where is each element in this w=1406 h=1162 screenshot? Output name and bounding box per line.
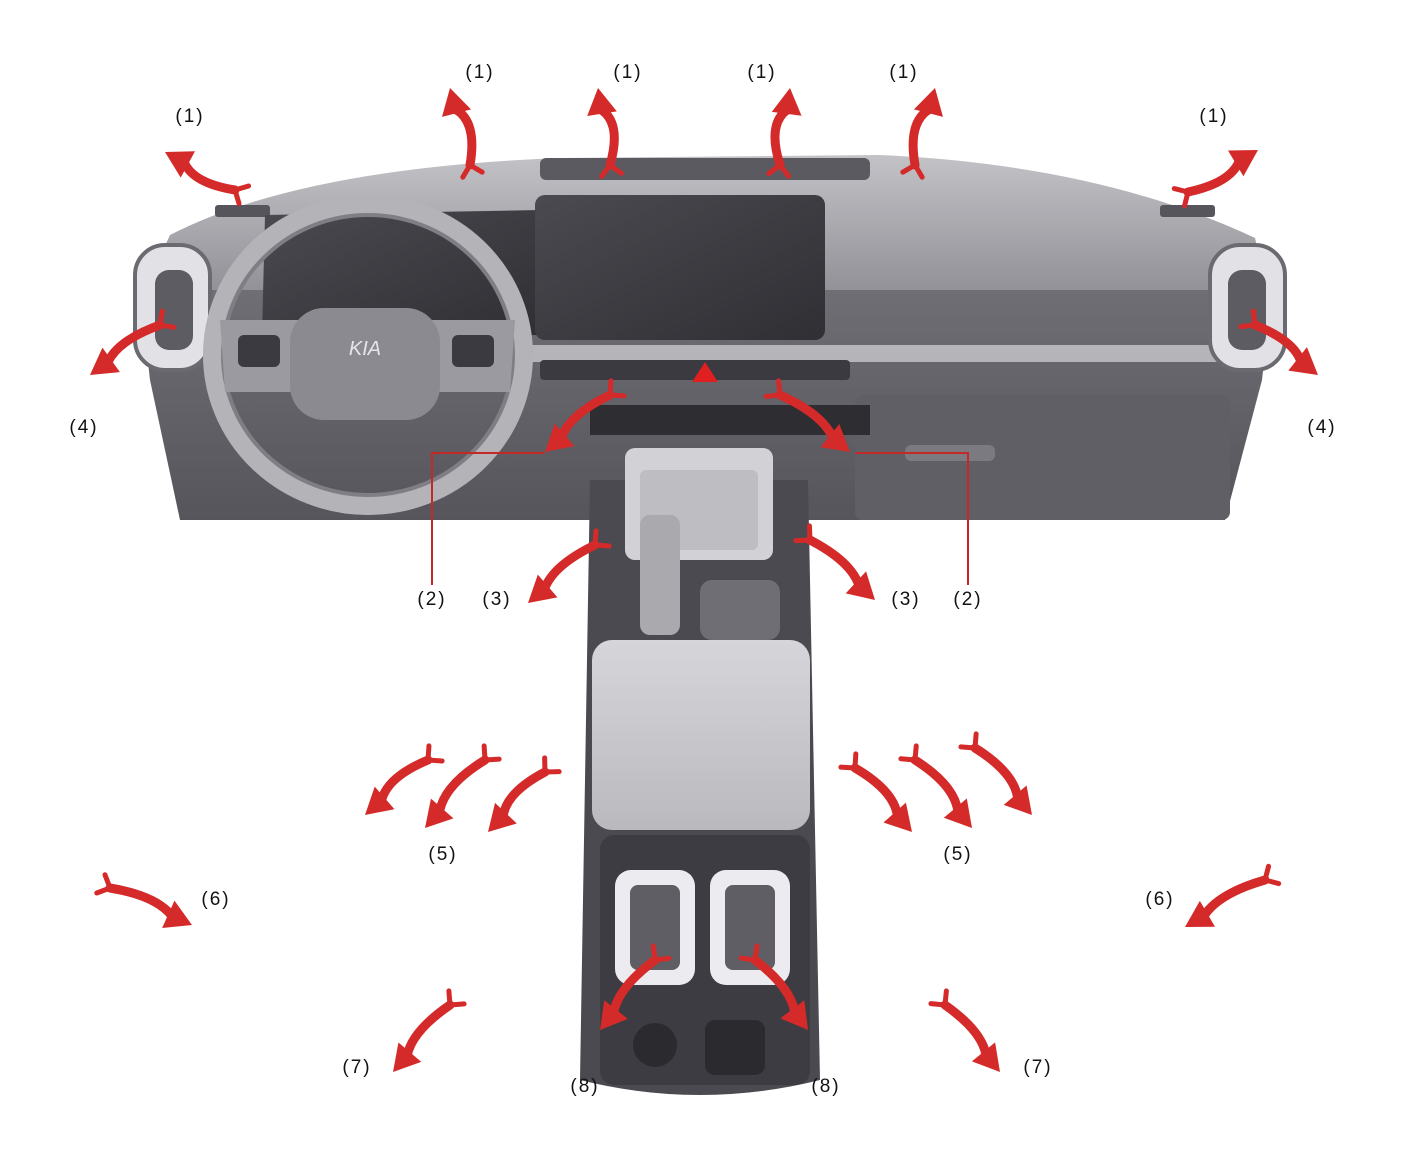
airflow-arrow-shaft: [1188, 161, 1239, 192]
airflow-arrow-tail: [449, 991, 450, 1005]
usb-port-right: [705, 1020, 765, 1075]
airflow-arrow-tail: [428, 746, 429, 760]
label-vent-8: (8): [811, 1076, 840, 1098]
airflow-arrow-shaft: [503, 772, 545, 816]
armrest: [592, 640, 810, 830]
label-vent-8: (8): [570, 1076, 599, 1098]
airflow-arrow-head: [772, 88, 802, 116]
label-vent-1: (1): [1199, 106, 1228, 128]
airflow-arrow-head: [587, 88, 617, 116]
airflow-arrow-tail: [841, 767, 855, 768]
label-vent-4: (4): [1307, 417, 1336, 439]
airflow-arrow-shaft: [440, 760, 485, 812]
label-vent-6: (6): [1145, 889, 1174, 911]
label-vent-3: (3): [482, 589, 511, 611]
airflow-arrow-shaft: [545, 545, 595, 589]
airflow-arrow-shaft: [915, 760, 958, 811]
airflow-arrow-tail: [901, 759, 915, 760]
right-wheel-buttons: [452, 335, 494, 367]
label-vent-6: (6): [201, 889, 230, 911]
label-vent-5: (5): [428, 844, 457, 866]
airflow-arrow-tail: [766, 395, 780, 396]
airflow-arrow-tail: [796, 540, 810, 541]
label-vent-2: (2): [417, 589, 446, 611]
label-vent-1: (1): [175, 106, 204, 128]
airflow-arrow-tail: [595, 531, 596, 545]
label-vent-2: (2): [953, 589, 982, 611]
airflow-arrow-head: [442, 88, 471, 117]
airflow-arrow-shaft: [975, 748, 1018, 798]
label-vent-4: (4): [69, 417, 98, 439]
airflow-arrow-shaft: [1204, 880, 1265, 916]
hud-panel: [540, 158, 870, 180]
label-vent-7: (7): [342, 1057, 371, 1079]
label-vent-1: (1): [465, 62, 494, 84]
airflow-arrow-tail: [97, 888, 110, 893]
airflow-arrow-tail: [931, 1004, 945, 1005]
label-vent-3: (3): [891, 589, 920, 611]
airflow-arrow-tail: [1241, 325, 1255, 327]
label-vent-1: (1): [747, 62, 776, 84]
airflow-arrow-shaft: [601, 110, 614, 165]
usb-port-left: [633, 1023, 677, 1067]
airflow-arrow-tail: [961, 747, 975, 748]
gear-selector: [640, 515, 680, 635]
airflow-arrow-shaft: [945, 1005, 986, 1055]
airflow-arrow-shaft: [913, 109, 929, 165]
kia-logo: KIA: [349, 338, 381, 360]
airflow-arrow-tail: [610, 381, 611, 395]
airflow-arrow-tail: [160, 311, 162, 325]
airflow-arrow-shaft: [456, 109, 472, 165]
airflow-arrow-tail: [484, 746, 485, 760]
airflow-arrow-tail: [653, 946, 655, 960]
center-air-vent: [540, 360, 850, 380]
airflow-arrow-head: [914, 88, 943, 117]
left-defrost-grill: [215, 205, 270, 217]
airflow-arrow-shaft: [407, 1005, 450, 1055]
right-side-vent-grill: [1228, 270, 1266, 350]
label-vent-1: (1): [889, 62, 918, 84]
label-vent-5: (5): [943, 844, 972, 866]
cup-holder: [700, 580, 780, 640]
left-wheel-buttons: [238, 335, 280, 367]
airflow-arrow-shaft: [382, 760, 428, 801]
airflow-arrow-shaft: [810, 540, 859, 585]
airflow-arrow-tail: [1265, 866, 1269, 880]
steering-hub: [290, 308, 440, 420]
airflow-arrow-shaft: [855, 768, 897, 816]
airflow-arrow-tail: [1185, 192, 1188, 206]
label-vent-1: (1): [613, 62, 642, 84]
airflow-arrow-tail: [741, 958, 755, 960]
airflow-arrow-shaft: [184, 162, 235, 190]
airflow-arrow-shaft: [110, 888, 172, 916]
label-vent-7: (7): [1023, 1057, 1052, 1079]
right-defrost-grill: [1160, 205, 1215, 217]
infotainment-screen: [535, 195, 825, 340]
